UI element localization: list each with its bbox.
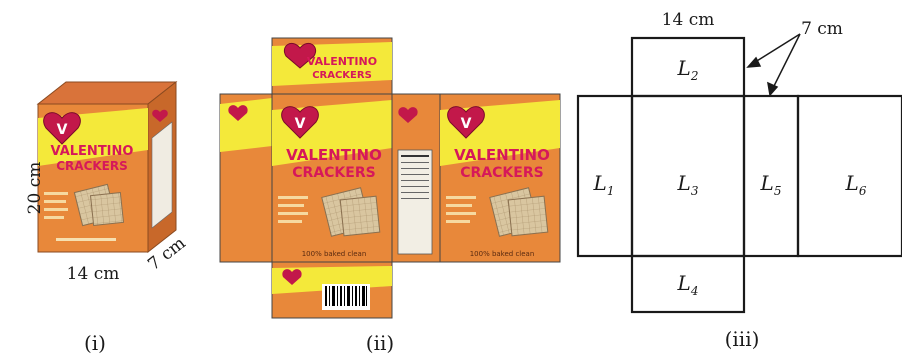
front-brand-line1: VALENTINO <box>286 146 382 164</box>
heart-logo: V <box>43 112 81 145</box>
figure-i-box: V VALENTINO CRACKERS 20 cm 14 cm 7 cm (i… <box>25 80 190 355</box>
pointer-arrows <box>746 33 801 97</box>
face-label-L1: L1 <box>593 171 615 198</box>
caption-ii: (ii) <box>366 331 394 355</box>
face-L6-outline <box>796 94 902 258</box>
svg-text:V: V <box>295 116 306 132</box>
svg-text:V: V <box>461 116 472 132</box>
face-L4-outline <box>630 254 746 314</box>
front-brand-line2: CRACKERS <box>292 165 375 181</box>
net-top-width-label: 14 cm <box>662 10 715 30</box>
figure-iii-labels: 14 cm 7 cm L1 L2 L3 L4 L5 L6 (iii) <box>593 10 867 351</box>
face-label-L2: L2 <box>677 56 699 83</box>
figure-iii-net <box>576 36 902 314</box>
caption-i: (i) <box>84 331 106 355</box>
top-flap-brand1: VALENTINO <box>307 55 377 68</box>
caption-iii: (iii) <box>725 327 760 351</box>
svg-text:V: V <box>57 122 68 138</box>
width-label: 14 cm <box>67 264 120 284</box>
back-brand-line1: VALENTINO <box>454 146 550 164</box>
back-brand-line2: CRACKERS <box>460 165 543 181</box>
face-label-L4: L4 <box>677 271 699 298</box>
back-tagline: 100% baked clean <box>470 250 535 258</box>
face-label-L3: L3 <box>677 171 699 198</box>
face-label-L6: L6 <box>845 171 867 198</box>
barcode <box>322 284 370 310</box>
top-flap-brand2: CRACKERS <box>312 70 372 81</box>
front-tagline: 100% baked clean <box>302 250 367 258</box>
box-brand-line2: CRACKERS <box>56 159 128 173</box>
figure-ii-net: VALENTINO CRACKERS V VALENTINO CRACKERS … <box>219 37 561 355</box>
box-brand-line1: VALENTINO <box>51 144 134 159</box>
net-flap-depth-label: 7 cm <box>801 19 843 39</box>
height-label: 20 cm <box>25 162 45 215</box>
face-label-L5: L5 <box>760 171 782 198</box>
nutrition-panel <box>397 149 433 255</box>
